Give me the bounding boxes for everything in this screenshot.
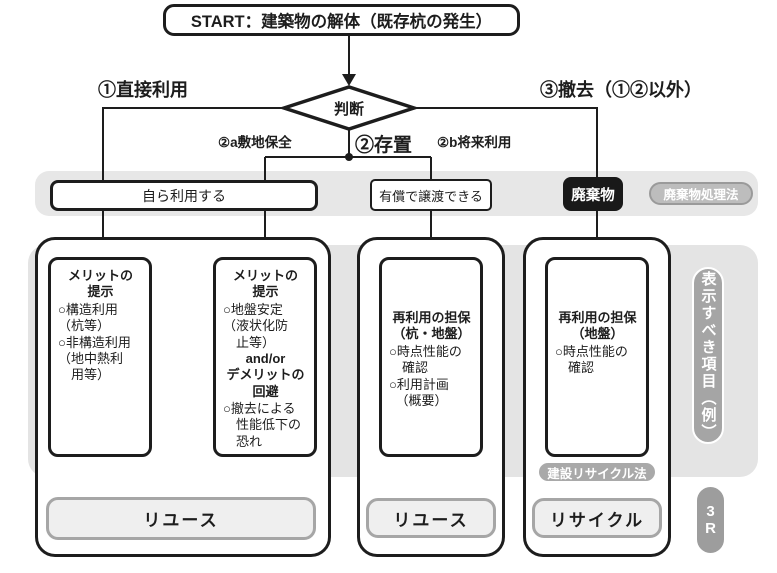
- outcome-reuse-wide: リユース: [46, 497, 316, 540]
- waste-law-badge: 廃棄物処理法: [649, 182, 753, 205]
- outcome-reuse-wide-label: リユース: [143, 511, 219, 530]
- reuse-guarantee-pile-ground-box: 再利用の担保 （杭・地盤） ○時点性能の 確認 ○利用計画 （概要）: [379, 257, 483, 457]
- reuse-guarantee-ground-box: 再利用の担保 （地盤） ○時点性能の 確認: [545, 257, 649, 457]
- construction-recycle-law-label: 建設リサイクル法: [547, 466, 647, 481]
- reuse-guarantee-ground-body: ○時点性能の 確認: [555, 343, 628, 376]
- outcome-reuse: リユース: [366, 498, 496, 538]
- reuse-guarantee-ground-title: 再利用の担保 （地盤）: [558, 310, 637, 342]
- self-use-label: 自ら利用する: [142, 187, 226, 204]
- construction-recycle-law-badge: 建設リサイクル法: [537, 461, 657, 483]
- merit-box-ground-body1: ○地盤安定 （液状化防 止等）: [223, 301, 289, 350]
- outcome-recycle: リサイクル: [532, 498, 662, 538]
- outcome-recycle-label: リサイクル: [549, 510, 645, 530]
- branch-label-leave-in-place: ②存置: [355, 135, 413, 156]
- self-use-box: 自ら利用する: [50, 180, 318, 211]
- arrowhead-decision: [342, 74, 356, 86]
- outcome-reuse-label: リユース: [393, 510, 469, 530]
- paid-transfer-label: 有償で譲渡できる: [379, 188, 483, 204]
- flow-start-box: START：建築物の解体（既存杭の発生）: [163, 4, 520, 36]
- merit-box-structural-body: ○構造利用 （杭等） ○非構造利用 （地中熱利 用等）: [58, 301, 131, 383]
- reuse-guarantee-pile-ground-body: ○時点性能の 確認 ○利用計画 （概要）: [389, 343, 462, 408]
- merit-box-ground: メリットの 提示 ○地盤安定 （液状化防 止等） and/or デメリットの 回…: [213, 257, 317, 457]
- branch1-line: [102, 107, 284, 247]
- demerit-title: デメリットの 回避: [226, 367, 305, 399]
- paid-transfer-box: 有償で譲渡できる: [370, 179, 492, 211]
- reuse-guarantee-pile-ground-title: 再利用の担保 （杭・地盤）: [392, 310, 471, 342]
- three-r-badge: 3 R: [697, 487, 724, 553]
- merit-box-ground-title: メリットの 提示: [232, 268, 298, 300]
- display-items-side-label: 表示すべき項目（例）: [692, 267, 724, 444]
- waste-label: 廃棄物: [571, 187, 615, 204]
- junction-dot: [345, 153, 353, 161]
- decision-diamond: [278, 85, 420, 131]
- waste-law-label: 廃棄物処理法: [663, 188, 739, 202]
- demerit-body: ○撤去による 性能低下の 恐れ: [223, 401, 302, 449]
- merit-box-structural-title: メリットの 提示: [67, 268, 133, 300]
- branch-label-direct-use: ①直接利用: [98, 80, 188, 100]
- flow-start-label: START：建築物の解体（既存杭の発生）: [190, 13, 493, 31]
- branch-label-future-use: ②b将来利用: [437, 135, 512, 150]
- decision-label: 判断: [333, 101, 364, 118]
- branch-label-site-preservation: ②a敷地保全: [218, 135, 292, 150]
- waste-box: 廃棄物: [563, 177, 623, 211]
- branch-label-removal: ③撤去（①②以外）: [540, 80, 702, 100]
- and-or-connector: and/or: [245, 350, 286, 366]
- merit-box-structural: メリットの 提示 ○構造利用 （杭等） ○非構造利用 （地中熱利 用等）: [48, 257, 152, 457]
